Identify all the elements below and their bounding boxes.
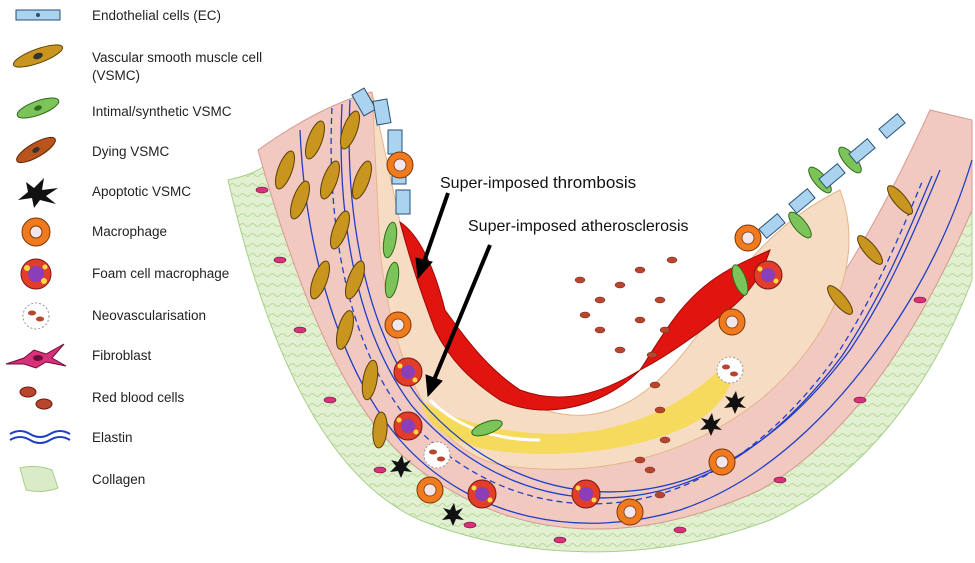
legend-item-foam-cell: Foam cell macrophage [0,256,290,292]
legend-item-endothelial: Endothelial cells (EC) [0,2,290,38]
macrophage-icon [6,214,70,250]
legend-item-intimal-vsmc: Intimal/synthetic VSMC [0,94,290,130]
fibroblast-icon [5,338,70,374]
lipid-core [420,360,733,454]
legend-label: Apoptotic VSMC [92,184,192,199]
neovessel-rbcs [429,364,738,462]
annotation-arrows [415,192,492,398]
vsmc-icon [6,42,70,78]
thrombosis-word: thrombosis [552,173,637,192]
dying-vsmc-icon [6,134,70,170]
legend-label: Dying VSMC [92,144,170,159]
intimal-vsmc-icon [6,94,70,130]
endothelial-cell-icon [6,2,70,38]
legend-label: Red blood cells [92,390,185,405]
thrombosis-prefix: Super-imposed [440,175,553,192]
neovessels [423,356,744,469]
collagen-icon [6,462,70,498]
lumen-red-blood-cells [574,256,678,499]
legend-label: Vascular smooth muscle cell [92,50,263,65]
apoptotic-vsmc-icon [6,174,70,210]
legend-item-neovascularisation: Neovascularisation [0,298,290,334]
thrombosis-label: Super-imposed thrombosis [440,173,636,193]
legend-label: Foam cell macrophage [92,266,230,281]
red-blood-cells-icon [6,380,70,416]
apoptotic-cells [390,391,746,526]
legend-item-macrophage: Macrophage [0,214,290,250]
legend-item-apoptotic-vsmc: Apoptotic VSMC [0,174,290,210]
legend-item-red-blood-cells: Red blood cells [0,380,290,416]
legend-label: Elastin [92,430,133,445]
neovascularisation-icon [6,298,70,334]
legend-label: Collagen [92,472,146,487]
macrophage-nuclei [391,158,755,519]
legend-item-fibroblast: Fibroblast [0,338,290,374]
legend-label-line2: (VSMC) [92,68,140,83]
foam-cells [393,260,783,509]
foam-cell-icon [6,256,70,292]
legend-label: Endothelial cells (EC) [92,8,222,23]
legend-label: Fibroblast [92,348,152,363]
thrombus [399,220,771,411]
legend-item-collagen: Collagen [0,462,290,498]
legend: Endothelial cells (EC) Vascular smooth m… [0,0,300,500]
legend-item-dying-vsmc: Dying VSMC [0,134,290,170]
legend-label: Intimal/synthetic VSMC [92,104,232,119]
legend-label: Macrophage [92,224,168,239]
elastin-icon [6,420,71,456]
fibroblasts [255,186,927,544]
legend-item-elastin: Elastin [0,420,290,456]
atherosclerosis-label: Super-imposed atherosclerosis [468,218,689,235]
legend-label: Neovascularisation [92,308,207,323]
legend-item-vsmc: Vascular smooth muscle cell (VSMC) [0,42,290,83]
vsmc-cells [275,110,913,449]
